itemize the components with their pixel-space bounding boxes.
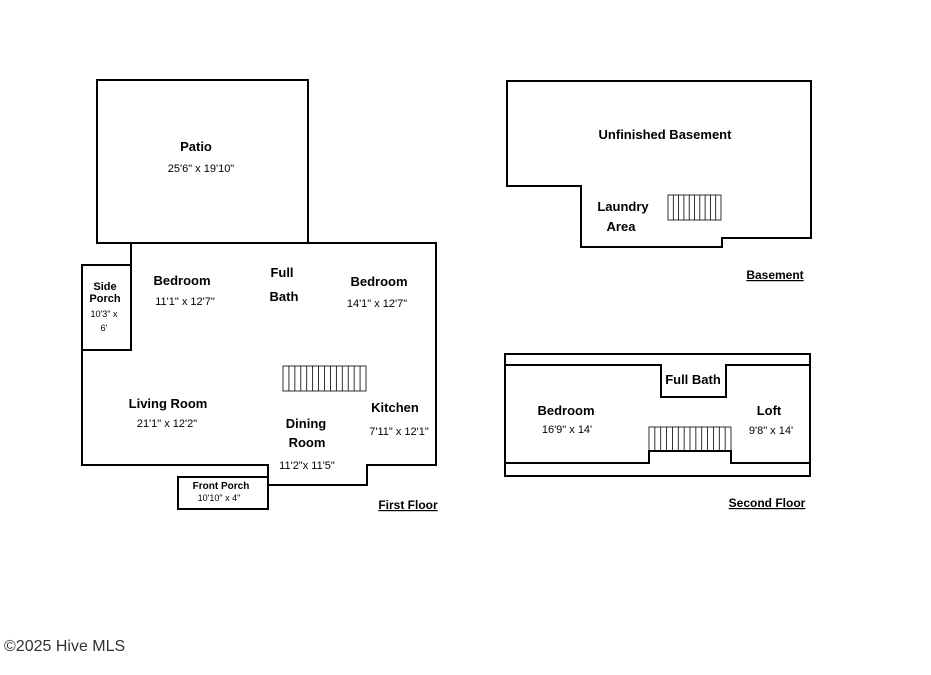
loft-label: Loft [757, 403, 782, 418]
side-porch-outline [81, 264, 132, 351]
second-floor-title: Second Floor [729, 496, 806, 510]
patio-outline [96, 79, 309, 244]
side-porch-label: Porch [89, 293, 120, 305]
side-porch-label: Side [93, 281, 116, 293]
patio-dims: 25'6" x 19'10" [168, 163, 235, 175]
second-floor-staircase [648, 426, 732, 452]
front-porch-label: Front Porch [193, 481, 250, 492]
second-floor-bedroom-label: Bedroom [537, 403, 594, 418]
bedroom-2-dims: 14'1" x 12'7" [347, 298, 407, 310]
laundry-area-label: Laundry [597, 199, 649, 214]
unfinished-basement-label: Unfinished Basement [599, 127, 733, 142]
full-bath-label: Full [270, 265, 293, 280]
dining-room-dims: 11'2"x 11'5" [279, 460, 335, 472]
second-floor-full-bath-label: Full Bath [665, 372, 721, 387]
bedroom-2-label: Bedroom [350, 274, 407, 289]
patio-label: Patio [180, 139, 212, 154]
basement-outline [506, 80, 812, 248]
bedroom-1-label: Bedroom [153, 273, 210, 288]
living-room-dims: 21'1" x 12'2" [137, 418, 197, 430]
dining-room-label: Room [289, 435, 326, 450]
bedroom-1-dims: 11'1" x 12'7" [155, 296, 215, 308]
copyright-watermark: ©2025 Hive MLS [4, 638, 125, 655]
basement-plan: Unfinished Basement Laundry Area Basemen… [506, 80, 812, 282]
kitchen-dims: 7'11" x 12'1" [369, 426, 429, 438]
side-porch-dims: 6' [101, 323, 108, 333]
front-porch-dims: 10'10" x 4" [198, 493, 241, 503]
full-bath-label: Bath [270, 289, 299, 304]
second-floor-plan: Full Bath Bedroom 16'9" x 14' Loft 9'8" … [504, 353, 811, 510]
side-porch-dims: 10'3" x [91, 309, 118, 319]
basement-title: Basement [746, 268, 803, 282]
dining-room-label: Dining [286, 416, 326, 431]
kitchen-label: Kitchen [371, 400, 419, 415]
second-floor-bedroom-dims: 16'9" x 14' [542, 424, 592, 436]
first-floor-staircase [282, 365, 367, 392]
first-floor-title: First Floor [378, 498, 438, 512]
basement-staircase [667, 194, 722, 221]
second-floor-outer-outline [504, 353, 811, 477]
first-floor-plan: Patio 25'6" x 19'10" Side Porch 10'3" x … [81, 79, 438, 512]
loft-dims: 9'8" x 14' [749, 425, 793, 437]
laundry-area-label: Area [607, 219, 637, 234]
front-porch-outline [177, 476, 269, 510]
living-room-label: Living Room [129, 396, 208, 411]
